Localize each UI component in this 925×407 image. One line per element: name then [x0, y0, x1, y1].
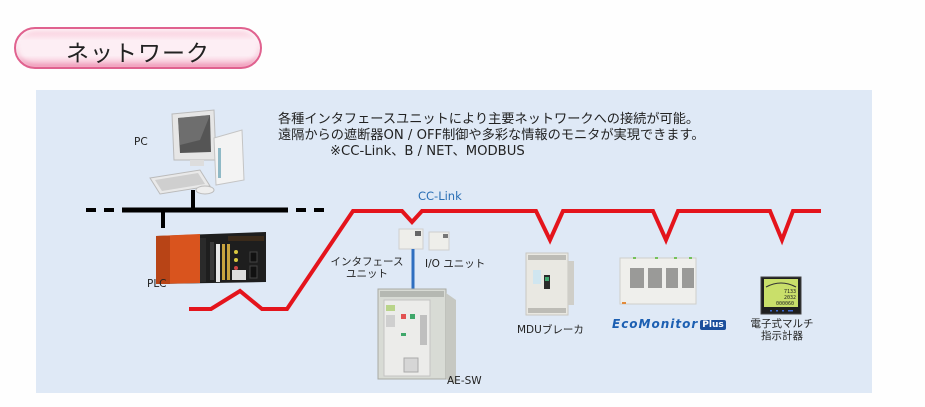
multi-meter-label: 電子式マルチ 指示計器	[750, 318, 814, 342]
interface-unit-label-line-2: ユニット	[346, 268, 388, 280]
pc-label: PC	[134, 136, 148, 148]
multi-meter-label-line-1: 電子式マルチ	[750, 318, 814, 330]
eco-monitor-plus-badge: Plus	[700, 320, 726, 330]
section-title: ネットワーク	[66, 41, 210, 67]
multi-meter-label-line-2: 指示計器	[761, 330, 803, 342]
eco-monitor-label: EcoMonitor	[612, 317, 699, 331]
cc-link-network-line	[189, 209, 821, 311]
interface-unit-label: インタフェース ユニット	[329, 256, 405, 280]
interface-unit-label-line-1: インタフェース	[330, 256, 404, 268]
meter-reading-3: 000060	[776, 301, 794, 307]
description: 各種インタフェースユニットにより主要ネットワークへの接続が可能。 遠隔からの遮断…	[278, 112, 705, 160]
molded-case-breaker-icon	[525, 252, 574, 316]
interface-unit-icon	[398, 228, 424, 250]
description-line-2: 遠隔からの遮断器ON / OFF制御や多彩な情報のモニタが実現できます。	[278, 128, 705, 143]
io-unit-icon	[428, 231, 450, 251]
meter-reading-2: 2032	[784, 295, 796, 301]
energy-monitor-icon	[619, 257, 697, 305]
air-circuit-breaker-icon	[377, 288, 456, 384]
protocol-note: ※CC-Link、B / NET、MODBUS	[330, 144, 525, 159]
plc-bus-line	[86, 190, 324, 228]
plc-rack-icon	[156, 232, 266, 284]
desktop-computer-icon	[149, 109, 245, 195]
digital-meter-icon: 7133 2032 000060	[760, 276, 802, 315]
description-line-1: 各種インタフェースユニットにより主要ネットワークへの接続が可能。	[278, 112, 700, 127]
ae-sw-label: AE-SW	[447, 375, 482, 387]
io-unit-label: I/O ユニット	[425, 258, 486, 270]
meter-reading-1: 7133	[784, 289, 796, 295]
mdu-breaker-label: MDUブレーカ	[517, 324, 584, 336]
section-title-pill: ネットワーク	[14, 27, 262, 69]
plc-label: PLC	[147, 278, 167, 290]
network-label: CC-Link	[418, 189, 462, 203]
